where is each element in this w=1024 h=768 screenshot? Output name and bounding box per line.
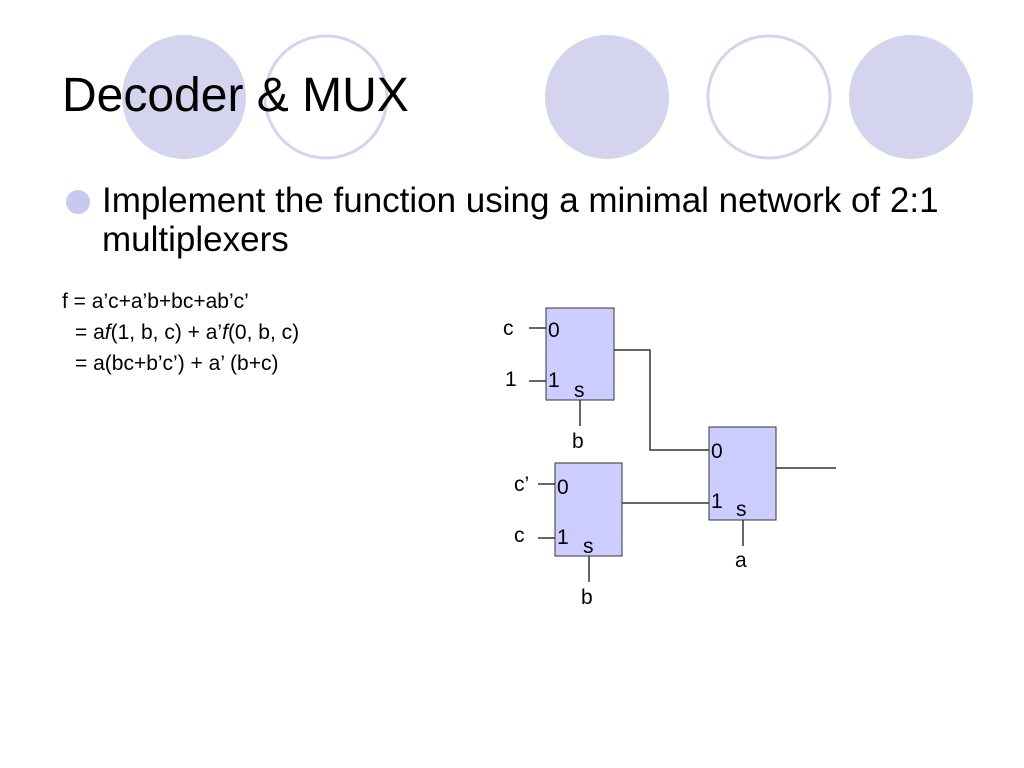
bullet-text: Implement the function using a minimal n… — [102, 181, 939, 259]
mux-out-in1-label: 1 — [711, 490, 723, 513]
decor-circle-filled — [545, 35, 669, 159]
mux-out-box — [708, 426, 777, 521]
mux-bottom-in0-label: 0 — [557, 476, 569, 499]
decor-circle-ring — [263, 34, 389, 160]
bullet-icon — [66, 190, 90, 214]
mux-bottom-in1-signal: c — [514, 524, 525, 547]
mux-bottom-sel-label: s — [583, 535, 594, 558]
decor-circle-filled — [849, 35, 973, 159]
formula-line-1: f = a’c+a’b+bc+ab’c’ — [62, 290, 249, 313]
mux-top-in0-signal: c — [503, 317, 514, 340]
decor-circle-filled — [122, 35, 246, 159]
wire-top-to-out-in0 — [614, 349, 709, 451]
mux-top-sel-label: s — [574, 379, 585, 402]
mux-top-box — [545, 307, 615, 401]
mux-top-in1-signal: 1 — [505, 368, 517, 391]
decorative-circles — [122, 34, 973, 160]
mux-bottom-in0-signal: c’ — [514, 473, 529, 496]
slide-title: Decoder & MUX — [62, 69, 409, 122]
mux-out-sel-label: s — [736, 498, 747, 521]
mux-bottom-sel-signal: b — [581, 586, 593, 609]
formula-line-3: = a(bc+b’c’) + a’ (b+c) — [75, 352, 279, 375]
mux-top-in1-label: 1 — [548, 369, 560, 392]
mux-top-in0-label: 0 — [548, 319, 560, 342]
mux-out-sel-signal: a — [735, 549, 747, 572]
formula-line-2: = af(1, b, c) + a’f(0, b, c) — [75, 321, 300, 344]
mux-bottom-box — [554, 462, 623, 557]
mux-top-sel-signal: b — [572, 430, 584, 453]
mux-bottom-in1-label: 1 — [557, 526, 569, 549]
decor-circle-ring — [706, 34, 832, 160]
mux-out-in0-label: 0 — [711, 440, 723, 463]
